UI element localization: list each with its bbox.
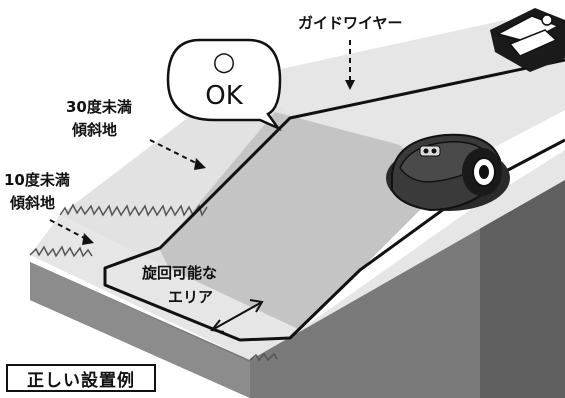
guide-wire-loop bbox=[103, 58, 565, 342]
guide-wire-arrowhead bbox=[345, 80, 355, 90]
slope-10-pointer bbox=[49, 219, 89, 241]
slope-10-arrowhead bbox=[82, 233, 94, 245]
slope-30-label-line1: 30度未満 bbox=[66, 98, 132, 116]
ground-front-lower bbox=[30, 262, 250, 398]
slope-30-arrowhead bbox=[194, 158, 206, 170]
turn-area-label-line1: 旋回可能な bbox=[141, 264, 217, 282]
robotic-mower-icon bbox=[386, 133, 510, 212]
slope-shaded-area bbox=[160, 112, 440, 330]
charging-station-icon bbox=[490, 8, 565, 72]
slope-30-pointer bbox=[149, 139, 201, 166]
grass-edge bbox=[29, 203, 278, 362]
slope-30-label-line2: 傾斜地 bbox=[71, 121, 117, 139]
slope-10-label-line2: 傾斜地 bbox=[9, 194, 55, 212]
slope-10-label-line1: 10度未満 bbox=[4, 171, 70, 189]
caption-correct-installation: 正しい設置例 bbox=[6, 364, 156, 392]
ok-speech-bubble bbox=[166, 38, 282, 132]
guide-wire-label: ガイドワイヤー bbox=[298, 14, 403, 32]
turn-area-label-line2: エリア bbox=[168, 288, 213, 306]
ground-right-face bbox=[480, 170, 565, 398]
turn-area-double-arrow bbox=[210, 299, 264, 333]
ok-text: OK bbox=[205, 81, 243, 111]
ok-circle-mark: ○ bbox=[213, 47, 236, 77]
